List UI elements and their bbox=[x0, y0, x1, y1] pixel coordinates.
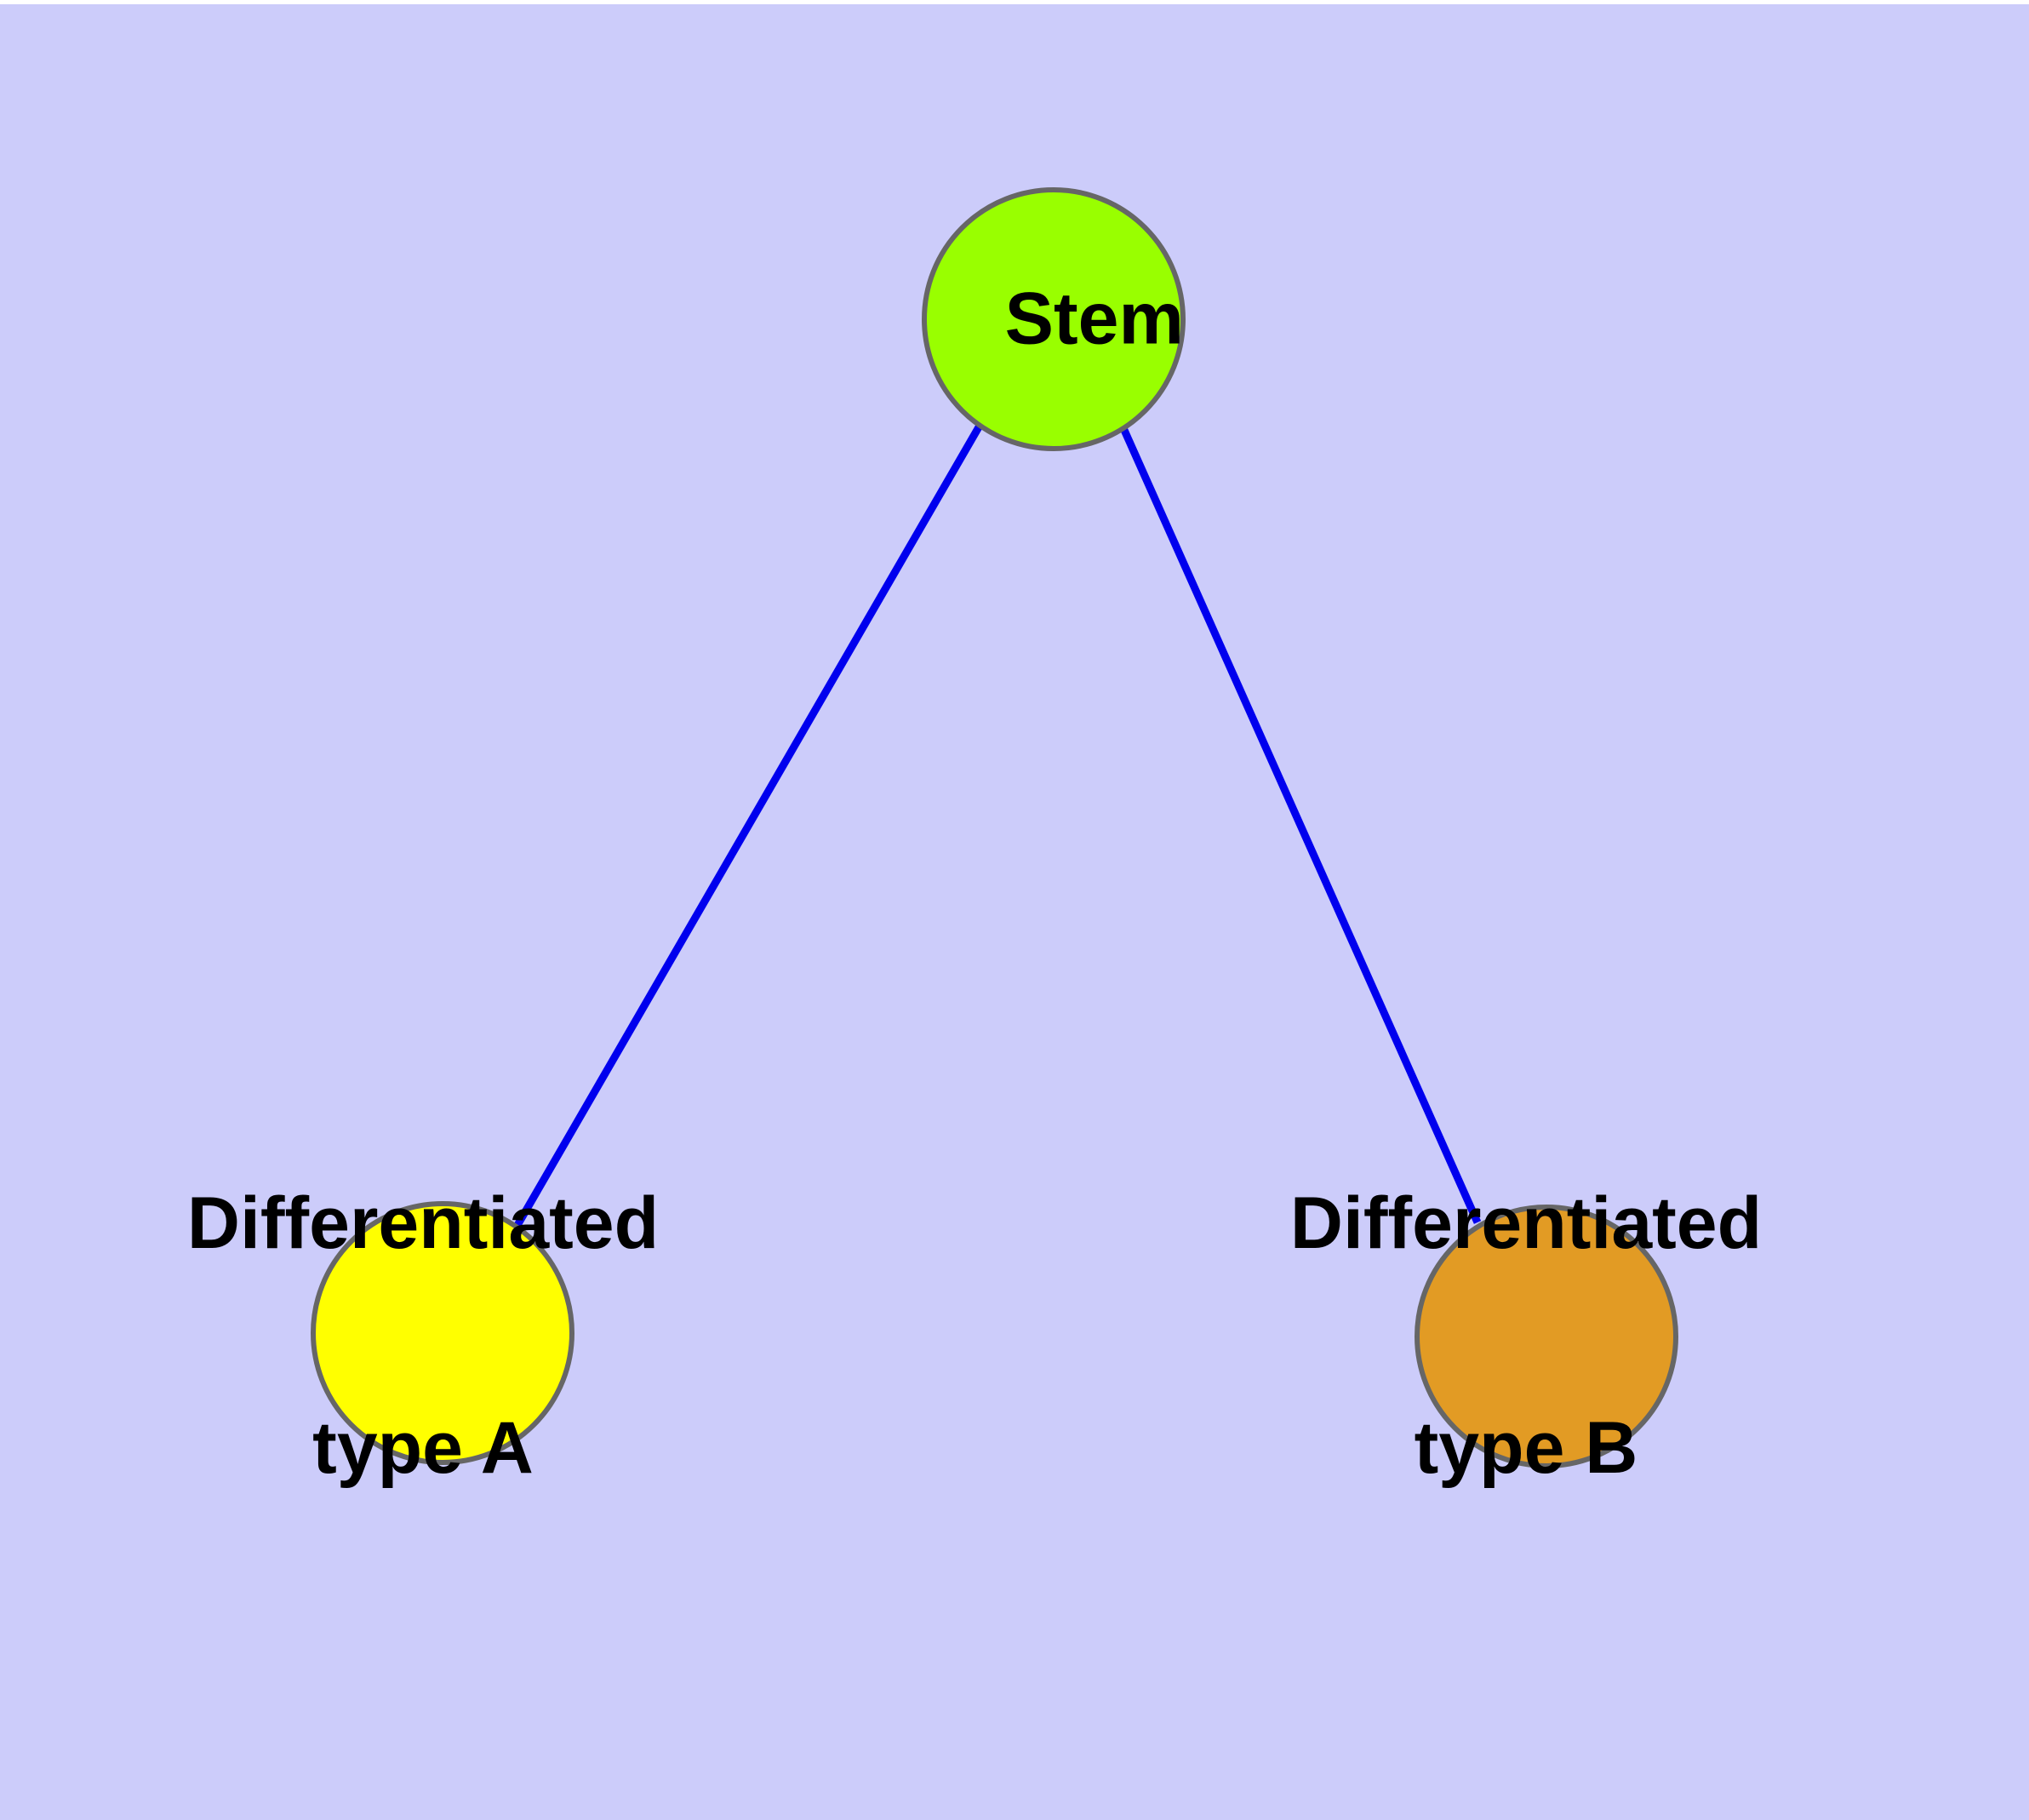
node-differentiated-type-a[interactable] bbox=[311, 1201, 574, 1465]
edge-stem-to-differentiated-type-a[interactable] bbox=[513, 423, 983, 1229]
edge-stem-to-differentiated-type-b[interactable] bbox=[1119, 426, 1482, 1224]
edges-layer bbox=[513, 423, 1482, 1229]
nodes-layer bbox=[311, 187, 1678, 1468]
node-stem[interactable] bbox=[922, 187, 1186, 451]
node-differentiated-type-b[interactable] bbox=[1415, 1205, 1678, 1468]
